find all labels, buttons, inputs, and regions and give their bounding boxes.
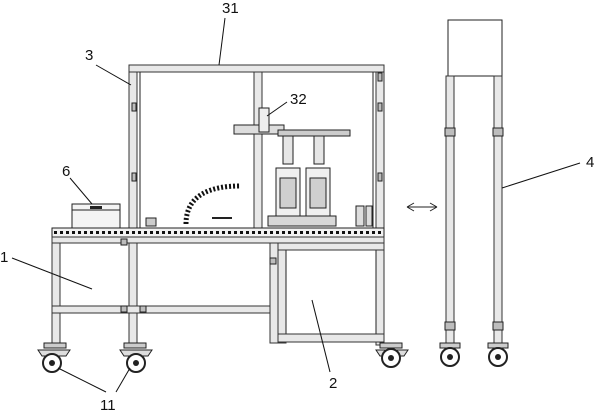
callout-11: 11 — [100, 397, 116, 414]
leader-4 — [501, 162, 581, 189]
side-caster-left — [439, 342, 461, 367]
bracket — [131, 102, 137, 112]
leader-3 — [95, 64, 132, 86]
bracket — [131, 172, 137, 182]
bracket — [492, 127, 504, 137]
base-frame — [51, 238, 279, 344]
worktop — [51, 227, 385, 244]
leader-11-right — [115, 367, 131, 393]
bracket — [492, 321, 504, 331]
upper-frame — [128, 64, 385, 346]
callout-32: 32 — [290, 91, 307, 108]
side-frame — [439, 19, 509, 367]
side-caster-right — [487, 342, 509, 367]
leader-11-left — [57, 367, 107, 393]
callout-2: 2 — [329, 375, 337, 392]
movement-arrow — [406, 202, 438, 212]
bracket — [377, 172, 383, 182]
cylinder-mount — [258, 107, 270, 133]
base-lower-rail — [51, 305, 278, 314]
cabinet-left-post — [277, 242, 287, 344]
leader-lines — [11, 17, 581, 393]
side-right-post — [493, 75, 503, 345]
caster-right — [375, 342, 409, 368]
cabinet-panel — [285, 249, 377, 335]
leader-2 — [311, 299, 331, 373]
callout-4: 4 — [586, 154, 594, 171]
caster-mid — [119, 342, 153, 373]
caster-left — [37, 342, 71, 373]
fixture-base-plate — [267, 215, 337, 227]
part-box — [71, 203, 121, 229]
cabinet-bottom-rail — [277, 333, 385, 343]
side-frame-panel — [447, 19, 503, 77]
bracket — [444, 127, 456, 137]
press-tool-1 — [282, 135, 294, 165]
center-upright-post — [253, 64, 263, 232]
leader-32 — [266, 101, 288, 117]
callout-31: 31 — [222, 0, 239, 17]
worktop-beam — [51, 236, 385, 244]
leader-1 — [11, 257, 93, 290]
bracket — [120, 238, 128, 246]
leader-6 — [69, 177, 93, 205]
callout-3: 3 — [85, 47, 93, 64]
bracket — [120, 305, 128, 313]
bracket — [269, 257, 277, 265]
bracket — [139, 305, 147, 313]
casters — [37, 342, 409, 373]
cabinet — [277, 242, 385, 344]
bracket — [444, 321, 456, 331]
cabinet-top-rail — [277, 242, 385, 251]
top-crossbar — [128, 64, 385, 73]
bracket — [377, 102, 383, 112]
assembly-station — [145, 107, 373, 227]
leader-31 — [218, 17, 226, 66]
base-left-leg — [51, 242, 61, 344]
side-left-post — [445, 75, 455, 345]
press-tool-2 — [313, 135, 325, 165]
bracket — [377, 72, 383, 82]
callout-1: 1 — [0, 249, 8, 266]
cable-drag-chain — [183, 183, 241, 225]
tool-crossbeam — [277, 129, 351, 137]
callout-6: 6 — [62, 163, 70, 180]
main-machine — [37, 64, 409, 373]
part-box-handle — [90, 206, 102, 209]
